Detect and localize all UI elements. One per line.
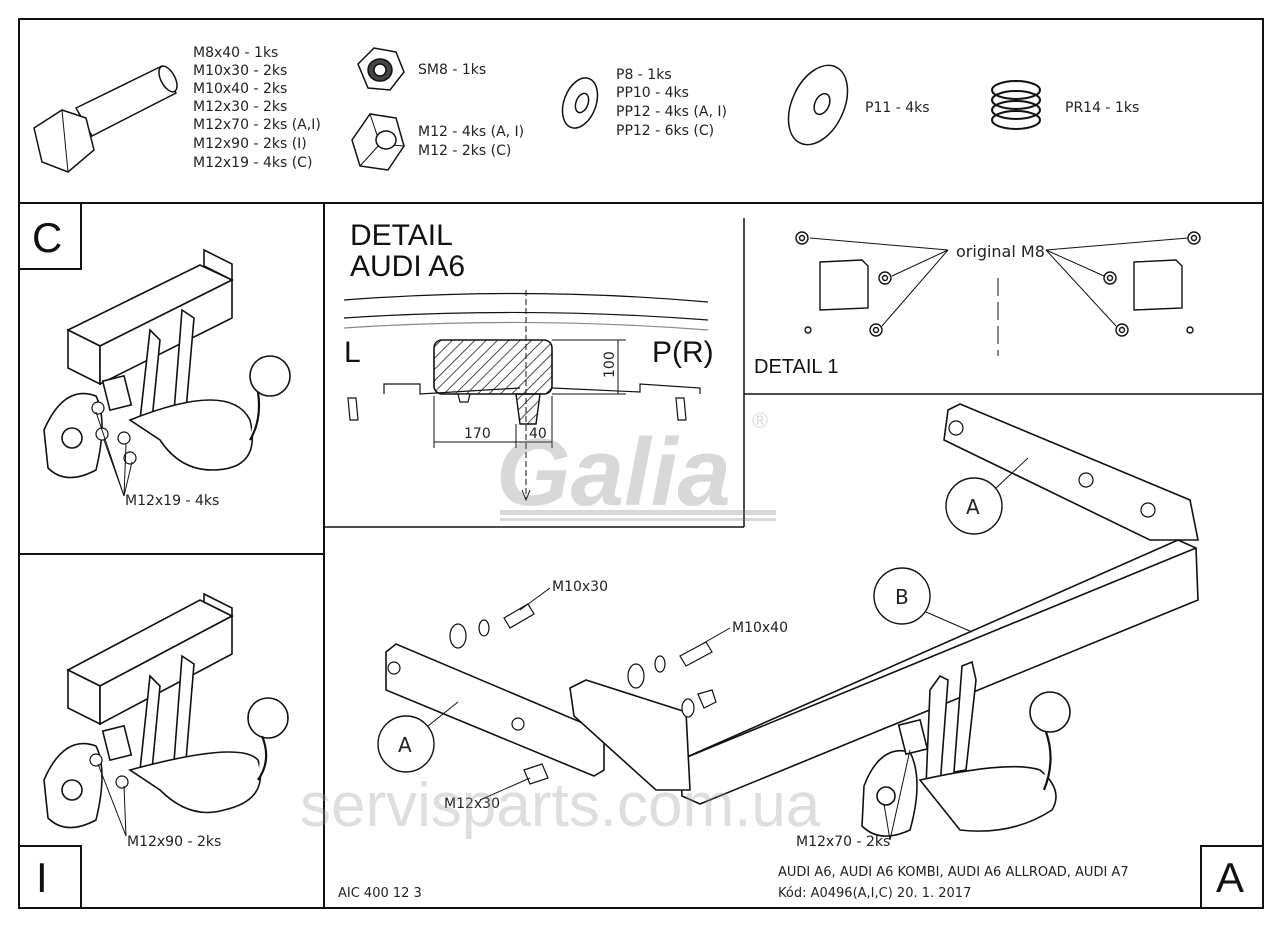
svg-text:B: B (895, 585, 909, 609)
hex-nut-icon (351, 113, 405, 171)
bolt-m12x30-label: M12x30 (444, 796, 500, 812)
detail-audi-a6: DETAIL AUDI A6 L P(R) 100 170 40 (343, 219, 714, 502)
detail-1-leaders (809, 237, 1189, 356)
product-code: Kód: A0496(A,I,C) 20. 1. 2017 (778, 886, 971, 901)
washer-pp12-c: PP12 - 6ks (C) (616, 123, 714, 139)
bolt-m10x30: M10x30 - 2ks (193, 63, 287, 79)
towbar-main-drawing (385, 403, 1199, 837)
frame (18, 18, 1264, 909)
bolt-m10x40-label: M10x40 (732, 620, 788, 636)
bolt-m10x40: M10x40 - 2ks (193, 81, 287, 97)
washer-icon (561, 77, 599, 129)
original-m8-callout: original M8 (956, 242, 1045, 261)
galia-logo: Galia ® (496, 408, 776, 526)
washer-pp10: PP10 - 4ks (616, 85, 689, 101)
large-washer-icon (787, 64, 849, 146)
panel-c-letter: C (32, 214, 62, 261)
washer-p11-label: P11 - 4ks (865, 100, 930, 116)
bolt-markers-c (91, 401, 137, 465)
svg-text:A: A (398, 733, 412, 757)
aic-number: AIC 400 12 3 (338, 886, 422, 901)
spacer-block (433, 339, 553, 395)
main-assembly: A (338, 403, 1264, 909)
panel-c-bolt-label: M12x19 - 4ks (125, 493, 219, 509)
panel-c: C M12x19 - 4ks (18, 202, 291, 509)
bolt-hex-icon (33, 65, 178, 173)
vehicle-models: AUDI A6, AUDI A6 KOMBI, AUDI A6 ALLROAD,… (778, 865, 1129, 880)
galia-reg: ® (752, 408, 768, 433)
leader-lines-i (97, 763, 127, 837)
detail-right-side: P(R) (652, 336, 714, 369)
svg-text:A: A (966, 495, 980, 519)
panel-i-bolt-label: M12x90 - 2ks (127, 834, 221, 850)
nut-m12-label-2: M12 - 2ks (C) (418, 143, 511, 159)
dim-right: 40 (529, 426, 547, 442)
galia-brand: Galia (496, 419, 731, 526)
washer-pp12-ai: PP12 - 4ks (A, I) (616, 104, 727, 120)
nut-m12-label-1: M12 - 4ks (A, I) (418, 124, 524, 140)
bolt-m12x90: M12x90 - 2ks (I) (193, 136, 307, 152)
bolt-m12x70: M12x70 - 2ks (A,I) (193, 117, 321, 133)
nut-sm8-label: SM8 - 1ks (418, 62, 486, 78)
towbar-i-drawing (43, 592, 289, 829)
callout-b: B (873, 567, 973, 633)
bolt-m12x19: M12x19 - 4ks (C) (193, 155, 312, 171)
callout-a2: A (377, 701, 459, 773)
bolt-m12x70-label: M12x70 - 2ks (796, 834, 890, 850)
callout-a1: A (945, 457, 1029, 535)
dim-height: 100 (602, 351, 618, 378)
bolt-m8x40: M8x40 - 1ks (193, 45, 278, 61)
leader-lines-c (95, 411, 133, 497)
dim-left: 170 (464, 426, 491, 442)
towbar-c-drawing (43, 248, 291, 479)
spring-icon (991, 80, 1041, 130)
bolt-m10x30-label: M10x30 (552, 579, 608, 595)
spacer-tab (515, 393, 541, 425)
washer-p8: P8 - 1ks (616, 67, 672, 83)
bolt-list: M8x40 - 1ks M10x30 - 2ks M10x40 - 2ks M1… (193, 45, 321, 171)
detail-1-label: DETAIL 1 (754, 356, 838, 378)
detail-title-1: DETAIL (350, 219, 453, 252)
bolt-m12x30: M12x30 - 2ks (193, 99, 287, 115)
dimension-lines (433, 290, 626, 502)
bolt-markers-i (89, 753, 129, 789)
site-watermark: servisparts.com.ua (300, 771, 821, 840)
main-letter: A (1216, 854, 1244, 901)
spring-pr14-label: PR14 - 1ks (1065, 100, 1139, 116)
detail-title-2: AUDI A6 (350, 250, 465, 283)
panel-i-letter: I (36, 854, 48, 901)
self-locking-nut-icon (357, 47, 405, 91)
washer-list: P8 - 1ks PP10 - 4ks PP12 - 4ks (A, I) PP… (616, 67, 727, 139)
main-leaders (479, 587, 911, 841)
panel-i: I M12x90 - 2ks (18, 592, 289, 909)
fasteners-main (387, 420, 1156, 785)
detail-left-side: L (344, 336, 361, 369)
detail-1: DETAIL 1 original M8 (754, 231, 1201, 378)
